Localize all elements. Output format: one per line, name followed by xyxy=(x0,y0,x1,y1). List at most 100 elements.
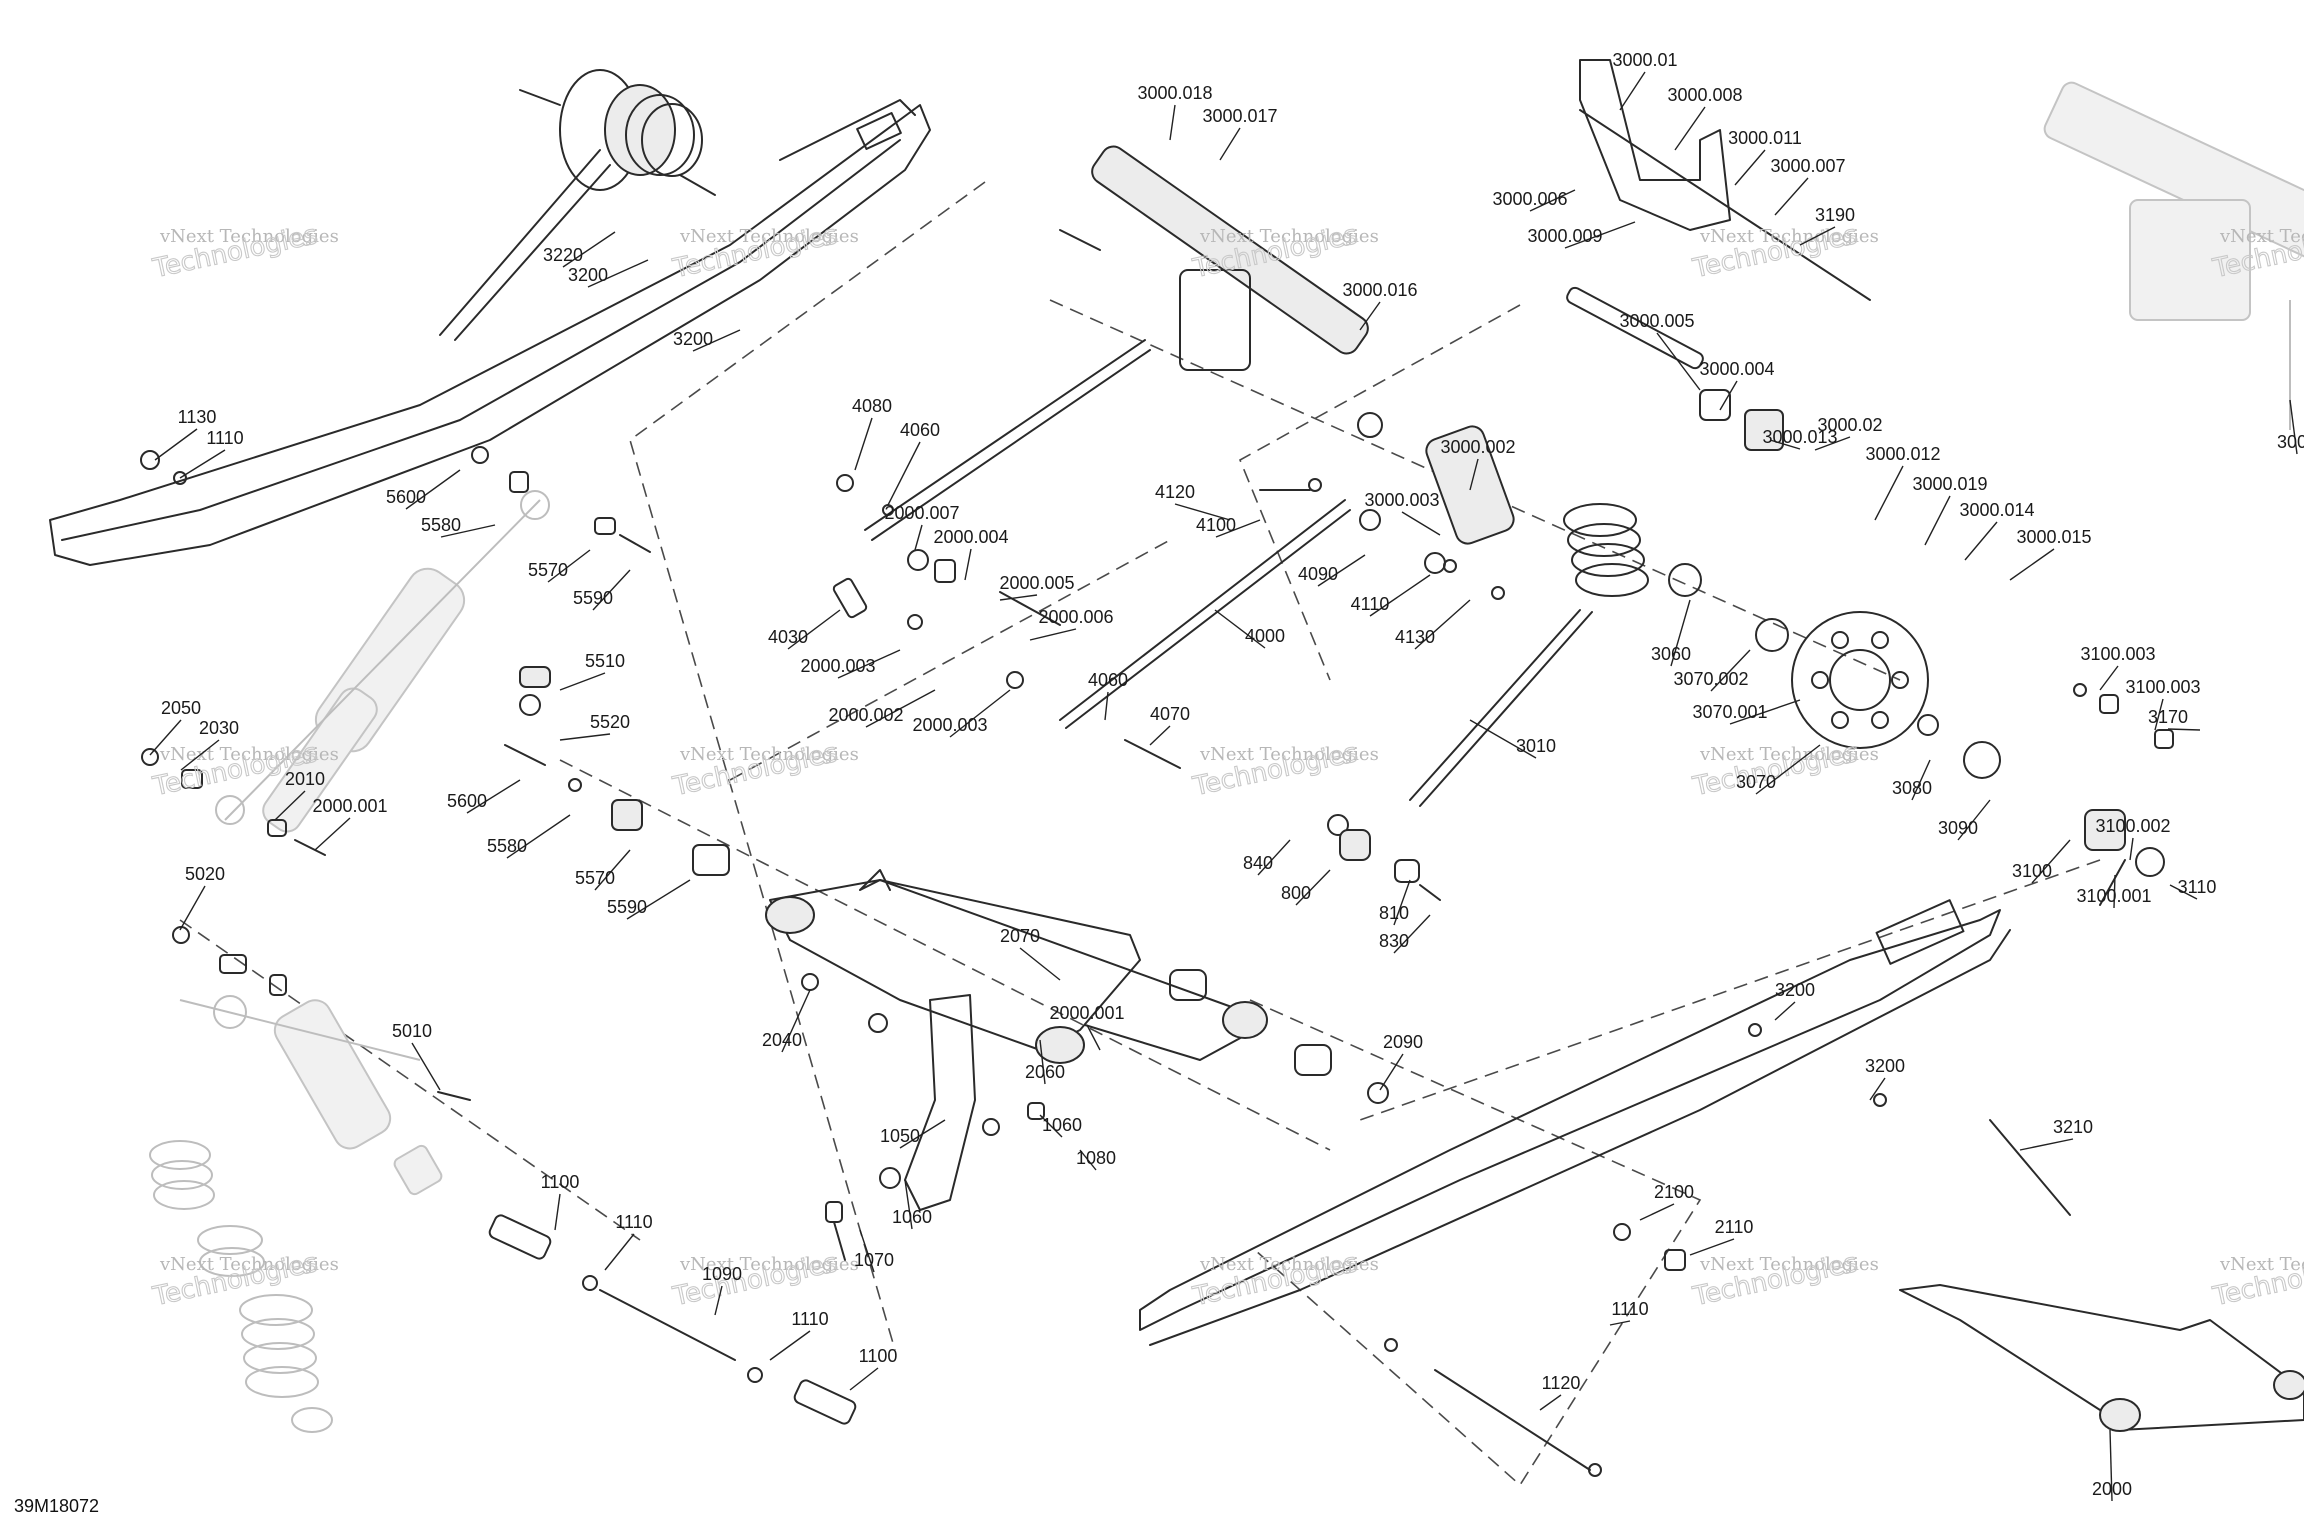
part-number-label: 3210 xyxy=(2053,1117,2093,1137)
part-number-label: 3000.004 xyxy=(1699,359,1774,379)
part-number-label: 3200 xyxy=(1865,1056,1905,1076)
left-slide-rail xyxy=(49,99,931,566)
callout: 5510 xyxy=(559,651,625,691)
bracket-1050 xyxy=(904,994,976,1211)
callout-leader-line xyxy=(1219,127,1241,161)
part-number-label: 3000.015 xyxy=(2016,527,2091,547)
callout-leader-line xyxy=(1729,699,1801,725)
callout: 5590 xyxy=(573,569,631,611)
part-number-label: 3000.002 xyxy=(1440,437,1515,457)
callout-leader-line xyxy=(506,814,571,859)
part-number-label: 2000.003 xyxy=(800,656,875,676)
watermark-text: vNext Technologies xyxy=(1199,226,1379,247)
callout: 5020 xyxy=(179,864,225,931)
callout: 3000.002 xyxy=(1440,437,1516,491)
callout: 2010 xyxy=(274,769,325,821)
callout: 3110 xyxy=(2169,877,2217,900)
callout-leader-line xyxy=(559,733,611,741)
callout: 3000.013 xyxy=(1762,427,1838,450)
part-number-label: 2070 xyxy=(1000,926,1040,946)
callout: 1060 xyxy=(892,1179,932,1230)
callout: 4060 xyxy=(1088,670,1128,721)
part-number-label: 5520 xyxy=(590,712,630,732)
callout-leader-line xyxy=(2113,874,2116,909)
part-number-label: 3000.006 xyxy=(1492,189,1567,209)
callout: 3000.012 xyxy=(1865,444,1941,521)
callout-leader-line xyxy=(1257,839,1291,876)
callout-leader-line xyxy=(1029,628,1077,641)
callout: 2000.003 xyxy=(912,689,1011,738)
callout-leader-line xyxy=(154,428,198,461)
callout-leader-line xyxy=(914,524,923,551)
part-number-label: 1060 xyxy=(1042,1115,1082,1135)
callout: 5010 xyxy=(392,1021,441,1091)
callout: 1060 xyxy=(1039,1114,1082,1138)
part-number-label: 1100 xyxy=(859,1346,898,1366)
part-number-label: 800 xyxy=(1281,883,1311,903)
part-number-label: 3000.008 xyxy=(1667,85,1742,105)
part-number-label: 2000.007 xyxy=(884,503,959,523)
watermark-text: vNext Technologies xyxy=(679,744,859,765)
callout-leader-line xyxy=(2169,884,2198,900)
callout: 810 xyxy=(1379,879,1411,926)
callout: 4060 xyxy=(887,420,940,506)
callout: 4120 xyxy=(1155,482,1231,521)
part-number-label: 3110 xyxy=(2178,877,2217,897)
callout: 2050 xyxy=(149,698,201,756)
callout-leader-line xyxy=(1019,947,1061,981)
callout: 3100 xyxy=(2012,839,2071,884)
callout-leader-line xyxy=(2154,698,2164,731)
part-number-label: 2000.004 xyxy=(933,527,1008,547)
callout: 3060 xyxy=(1651,599,1691,667)
part-number-label: 1060 xyxy=(892,1207,932,1227)
callout-leader-line xyxy=(587,259,649,288)
callout: 3000.017 xyxy=(1202,106,1278,161)
callout: 830 xyxy=(1379,914,1431,954)
callout-leader-line xyxy=(1755,744,1821,795)
callout-leader-line xyxy=(592,569,631,611)
callout: 2000.002 xyxy=(828,689,936,728)
part-number-label: 1050 xyxy=(880,1126,920,1146)
callout-leader-line xyxy=(904,1179,913,1230)
part-number-label: 2040 xyxy=(762,1030,802,1050)
callout: 2070 xyxy=(1000,926,1061,981)
callout-leader-line xyxy=(411,1042,441,1091)
callout-leader-line xyxy=(179,885,206,931)
part-number-label: 5600 xyxy=(447,791,487,811)
callout-leader-line xyxy=(1964,521,1998,561)
part-number-label: 4120 xyxy=(1155,482,1195,502)
callout-leader-line xyxy=(1869,1077,1886,1101)
callout-leader-line xyxy=(1957,799,1991,841)
callout-leader-line xyxy=(1039,1039,1046,1085)
callout-leader-line xyxy=(1215,519,1261,538)
part-number-label: 4070 xyxy=(1150,704,1190,724)
part-number-label: 2000.006 xyxy=(1038,607,1113,627)
callout-leader-line xyxy=(626,879,691,920)
ghosted-front-shock xyxy=(179,995,443,1196)
part-number-label: 2030 xyxy=(199,718,239,738)
part-number-label: 1100 xyxy=(541,1172,580,1192)
callout-leader-line xyxy=(1104,691,1109,721)
part-number-label: 3000 xyxy=(2277,432,2304,452)
callout: 3000.011 xyxy=(1728,128,1802,186)
callout: 4100 xyxy=(1196,515,1261,538)
callout: 1120 xyxy=(1539,1373,1580,1411)
part-number-label: 2110 xyxy=(1715,1217,1754,1237)
watermark-text: vNext Technologies xyxy=(2219,1254,2304,1275)
part-number-label: 2000.002 xyxy=(828,705,903,725)
callout: 5570 xyxy=(528,549,591,583)
callout: 5580 xyxy=(487,814,571,859)
part-number-label: 4090 xyxy=(1298,564,1338,584)
callout: 3100.003 xyxy=(2125,677,2201,731)
part-number-label: 1110 xyxy=(615,1212,652,1232)
callout: 2110 xyxy=(1689,1217,1754,1256)
callout-leader-line xyxy=(1689,1238,1735,1256)
callout-leader-line xyxy=(769,1330,811,1361)
callout-leader-line xyxy=(149,719,182,756)
